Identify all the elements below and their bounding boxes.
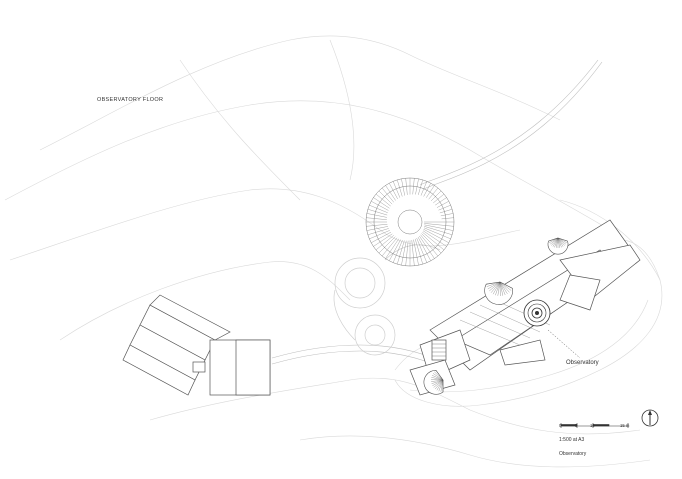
- scale-tick-10: 10: [590, 423, 595, 428]
- observatory-leader-line: [547, 329, 581, 359]
- observatory-label: Observatory: [566, 360, 599, 366]
- scale-tick-15: 15 m: [620, 423, 630, 428]
- north-arrow-icon: [641, 409, 659, 427]
- scale-tick-5: 5: [575, 423, 578, 428]
- footpath: [271, 59, 603, 365]
- floor-title: OBSERVATORY FLOOR: [97, 97, 164, 103]
- terrain-contours: [4, 35, 663, 468]
- stair-towers: [423, 237, 569, 395]
- drawing-caption: Observatory: [559, 451, 587, 457]
- lower-building: [122, 294, 271, 396]
- looping-paths: [333, 244, 441, 356]
- scale-bar: [560, 423, 629, 428]
- scale-note: 1:500 at A3: [559, 437, 585, 443]
- scale-tick-0: 0: [559, 423, 562, 428]
- spiral-ramp: [365, 177, 455, 267]
- observatory-dome: [523, 299, 551, 327]
